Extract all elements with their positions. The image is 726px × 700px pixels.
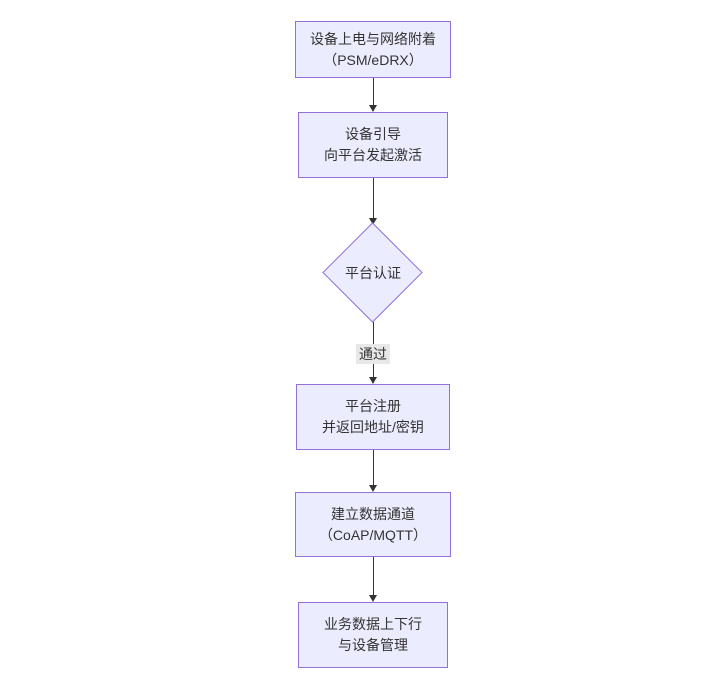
edge-line (372, 78, 374, 106)
node-label-line: 设备引导 (345, 126, 401, 142)
node-label-line: （CoAP/MQTT） (318, 526, 428, 543)
arrow-down-head-icon (368, 595, 377, 602)
node-label-line: 与设备管理 (338, 637, 408, 653)
edge-line (372, 450, 374, 486)
node-label-line: 设备上电与网络附着 (310, 30, 436, 47)
arrow-down-head-icon (368, 485, 377, 492)
node-platform-register: 平台注册 并返回地址/密钥 (296, 384, 450, 450)
node-label-line: 业务数据上下行 (324, 616, 422, 632)
node-label-line: 建立数据通道 (331, 505, 415, 522)
node-data-channel: 建立数据通道 （CoAP/MQTT） (295, 492, 451, 557)
edge-line (372, 178, 374, 219)
edge-line (372, 557, 374, 596)
arrow-down-head-icon (368, 105, 377, 112)
edge-label-pass: 通过 (356, 344, 390, 364)
node-label-line: 并返回地址/密钥 (322, 419, 424, 435)
node-device-bootstrap: 设备引导 向平台发起激活 (298, 112, 448, 178)
node-label-line: （PSM/eDRX） (323, 51, 423, 68)
node-label-line: 向平台发起激活 (324, 147, 422, 163)
node-power-network-attach: 设备上电与网络附着 （PSM/eDRX） (295, 21, 451, 78)
node-business-data: 业务数据上下行 与设备管理 (298, 602, 448, 668)
node-label-line: 平台注册 (345, 398, 401, 414)
decision-label: 平台认证 (345, 265, 401, 281)
arrow-down-head-icon (368, 218, 377, 225)
arrow-down-head-icon (368, 377, 377, 384)
